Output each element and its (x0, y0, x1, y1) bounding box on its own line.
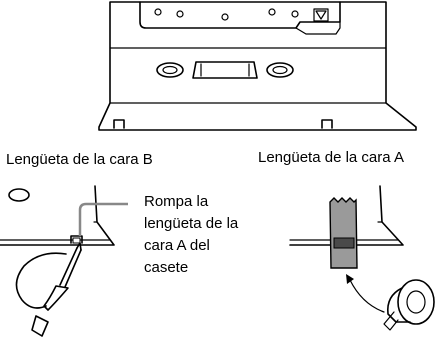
tab-side-b-notch (113, 119, 125, 129)
instruction-line-2: lengüeta de la (144, 215, 239, 232)
instruction-line-4: casete (144, 259, 188, 276)
adhesive-tape-roll-icon (383, 279, 435, 331)
tab-side-a-notch (321, 119, 333, 129)
tab-side-a-label: Lengüeta de la cara A (258, 149, 404, 166)
cassette-edge-left (0, 185, 115, 246)
instruction-line-3: cara A del (144, 237, 210, 254)
screwdriver-icon (15, 242, 82, 337)
apply-arrow-shaft (349, 279, 385, 313)
tab-side-b-label: Lengüeta de la cara B (6, 151, 153, 168)
instruction-line-1: Rompa la (144, 193, 209, 210)
cassette-icon (98, 1, 417, 131)
apply-arrow-head (346, 274, 354, 284)
adhesive-tape-strip (329, 197, 358, 269)
callout-leader-line (78, 202, 128, 236)
